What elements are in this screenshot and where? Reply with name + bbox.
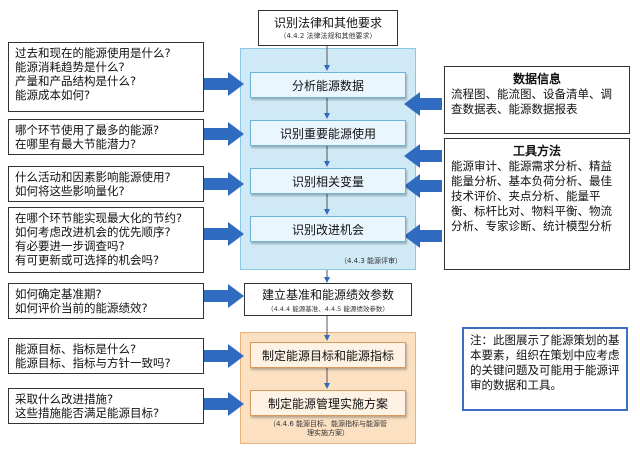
note-box: 注：此图展示了能源策划的基本要素，组织在策划中应考虑的关键问题及可能用于能源评审… <box>462 327 628 411</box>
question-box-baseline: 如何确定基准期? 如何评价当前的能源绩效? <box>8 283 204 319</box>
left-block-arrows <box>204 72 244 416</box>
baseline-box: 建立基准和能源绩效参数 （4.4.4 能源基准、4.4.5 能源绩效参数） <box>244 283 412 316</box>
data-info-title: 数据信息 <box>512 72 561 86</box>
baseline-title: 建立基准和能源绩效参数 <box>261 288 394 302</box>
arrow-q4 <box>204 222 244 246</box>
question-box-measures: 采取什么改进措施? 这些措施能否满足能源目标? <box>8 388 204 424</box>
energy-review-caption: （4.4.3 能源评审） <box>339 257 403 265</box>
question-box-factors: 什么活动和因素影响能源使用? 如何将这些影响量化? <box>8 166 204 202</box>
step-identify-major-use: 识别重要能源使用 <box>250 120 406 146</box>
arrow-q6 <box>204 344 244 368</box>
right-block-arrows <box>404 92 442 248</box>
question-box-targets: 能源目标、指标是什么? 能源目标、指标与方针一致吗? <box>8 338 204 374</box>
arrow-q1 <box>204 72 244 96</box>
question-box-energy-use: 过去和现在的能源使用是什么? 能源消耗趋势是什么? 产量和产品结构是什么? 能源… <box>8 42 204 112</box>
step-identify-opportunities: 识别改进机会 <box>250 216 406 242</box>
step-action-plan: 制定能源管理实施方案 <box>250 390 406 416</box>
tools-methods-body: 能源审计、能源需求分析、精益能量分析、基本负荷分析、最佳技术评价、夹点分析、能量… <box>451 159 612 233</box>
arrow-q7 <box>204 392 244 416</box>
legal-requirements-box: 识别法律和其他要求 （4.4.2 法律法规和其他要求） <box>258 10 398 46</box>
step-identify-variables: 识别相关变量 <box>250 168 406 194</box>
tools-methods-box: 工具方法 能源审计、能源需求分析、精益能量分析、基本负荷分析、最佳技术评价、夹点… <box>444 138 630 270</box>
action-plan-caption: （4.4.6 能源目标、能源指标与能源管理实施方案） <box>268 420 388 437</box>
arrow-q5 <box>204 284 244 308</box>
legal-requirements-title: 识别法律和其他要求 <box>273 16 382 30</box>
arrow-q2 <box>204 122 244 146</box>
arrow-tools-3 <box>404 224 442 248</box>
step-analyze-energy-data: 分析能源数据 <box>250 72 406 98</box>
arrow-data-info <box>404 92 442 116</box>
arrow-tools-2 <box>404 174 442 198</box>
data-info-body: 流程图、能流图、设备清单、调查数据表、能源数据报表 <box>451 87 612 116</box>
arrow-q3 <box>204 172 244 196</box>
arrow-tools-1 <box>404 144 442 168</box>
legal-requirements-caption: （4.4.2 法律法规和其他要求） <box>279 32 377 40</box>
question-box-savings: 在哪个环节能实现最大化的节约? 如何考虑改进机会的优先顺序? 有必要进一步调查吗… <box>8 207 204 273</box>
data-info-box: 数据信息 流程图、能流图、设备清单、调查数据表、能源数据报表 <box>444 66 630 134</box>
tools-methods-title: 工具方法 <box>512 144 561 158</box>
question-box-most-energy: 哪个环节使用了最多的能源? 在哪里有最大节能潜力? <box>8 119 204 155</box>
step-set-targets: 制定能源目标和能源指标 <box>250 342 406 368</box>
baseline-caption: （4.4.4 能源基准、4.4.5 能源绩效参数） <box>267 305 389 313</box>
